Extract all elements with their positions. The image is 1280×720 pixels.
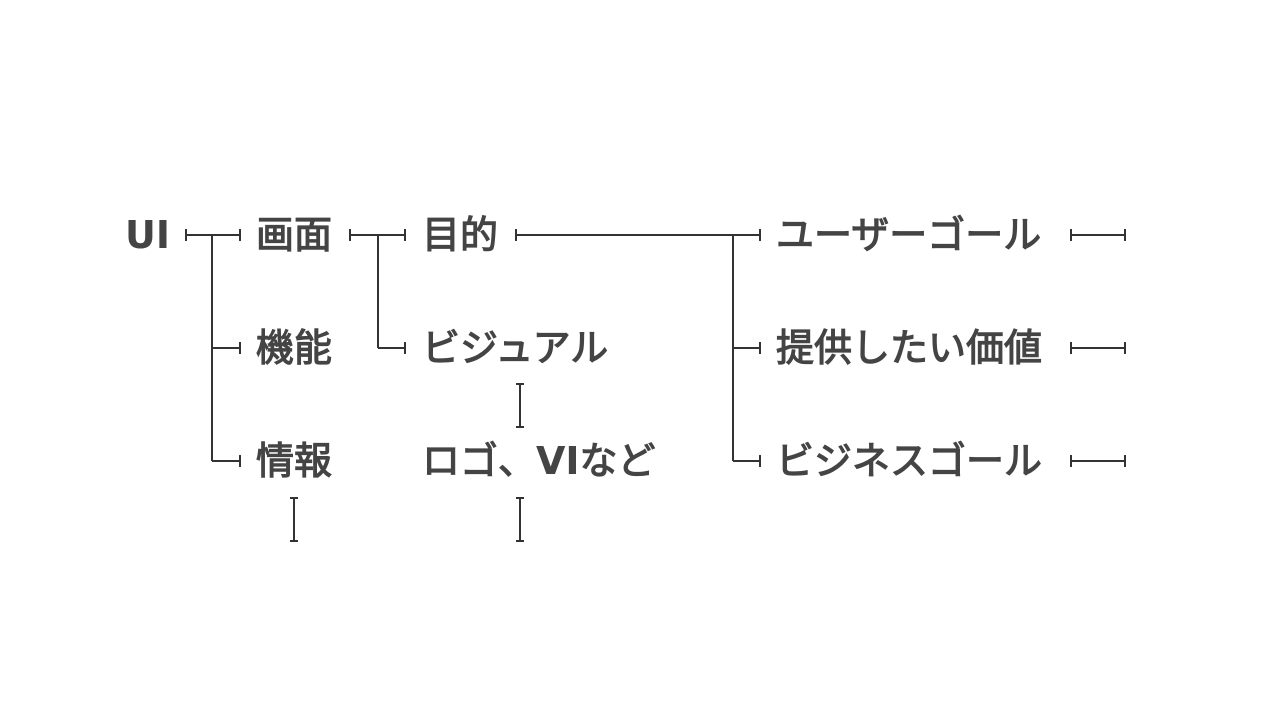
node-value: 提供したい価値 — [776, 326, 1043, 370]
node-jouhou: 情報 — [256, 439, 333, 483]
node-business-goal: ビジネスゴール — [776, 439, 1043, 483]
node-gamen: 画面 — [256, 213, 333, 257]
node-logo-vi: ロゴ、VIなど — [422, 439, 656, 483]
node-visual: ビジュアル — [422, 326, 609, 370]
node-kinou: 機能 — [256, 326, 333, 370]
node-root-ui: UI — [125, 213, 170, 257]
node-mokuteki: 目的 — [422, 213, 499, 257]
node-user-goal: ユーザーゴール — [776, 213, 1042, 257]
